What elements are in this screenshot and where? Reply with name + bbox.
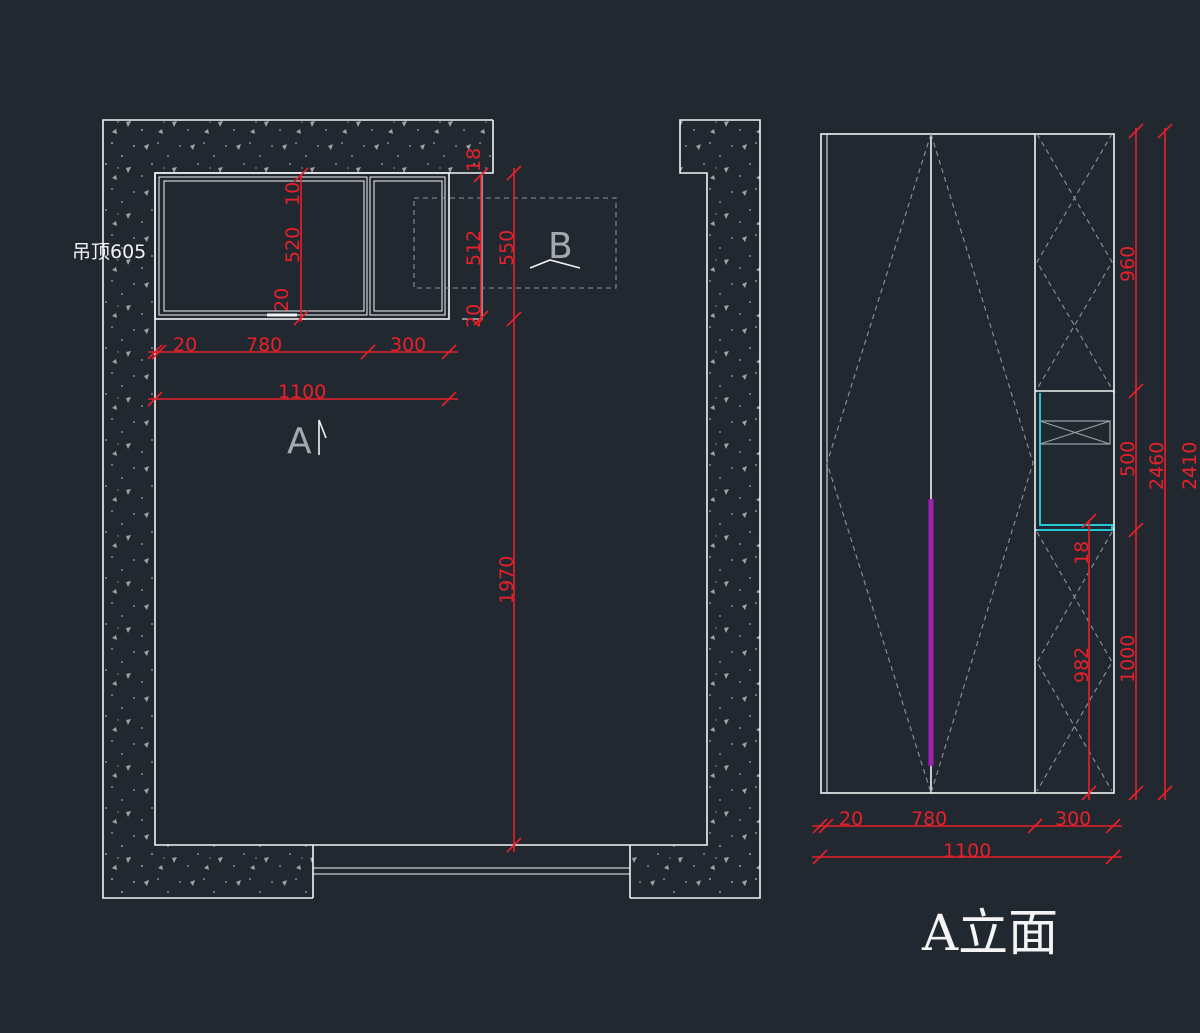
dim-512: 512 [463,230,485,266]
elev-dim-18: 18 [1071,541,1093,565]
dim-20-vertical-right: 20 [463,304,485,328]
elev-dim-500: 500 [1117,441,1139,477]
elev-dim-982: 982 [1071,647,1093,683]
elev-dim-960: 960 [1117,246,1139,282]
dim-18-top: 18 [463,148,485,172]
dim-550: 550 [496,230,518,266]
elev-dim-1000: 1000 [1117,635,1139,683]
dim-10: 10 [282,182,304,206]
elev-dim-300-horizontal: 300 [1055,808,1091,830]
view-marker-a-label: A [287,421,312,462]
elev-dim-2460: 2460 [1146,442,1168,490]
elevation-a: 960 500 2460 2410 18 982 1000 20 780 300… [812,123,1200,962]
dim-20-horizontal: 20 [173,334,197,356]
wardrobe-elevation [820,133,1115,794]
dim-1100-horizontal: 1100 [278,381,326,403]
floor-plan: 18 10 520 20 512 20 550 1970 20 780 300 … [72,119,761,899]
elev-dim-2410: 2410 [1179,442,1200,490]
dim-20-vertical: 20 [271,288,293,312]
plan-dimensions [147,165,522,853]
dim-520: 520 [282,227,304,263]
dim-300-horizontal: 300 [390,334,426,356]
elevation-dimensions [812,123,1173,865]
wardrobe-plan [154,172,483,320]
shelf-highlight [1037,393,1113,531]
elev-dim-780-horizontal: 780 [911,808,947,830]
elev-dim-1100-horizontal: 1100 [943,840,991,862]
dim-780-horizontal: 780 [246,334,282,356]
ceiling-note: 吊顶605 [72,241,146,263]
section-b-outline [413,197,617,289]
elev-dim-20-horizontal: 20 [839,808,863,830]
dim-1970: 1970 [496,556,518,604]
view-marker-b: B [529,226,581,269]
view-marker-a: A [287,419,327,462]
wall-hatch [103,120,760,898]
elevation-title: A立面 [921,904,1058,962]
wall-outline [102,119,761,899]
